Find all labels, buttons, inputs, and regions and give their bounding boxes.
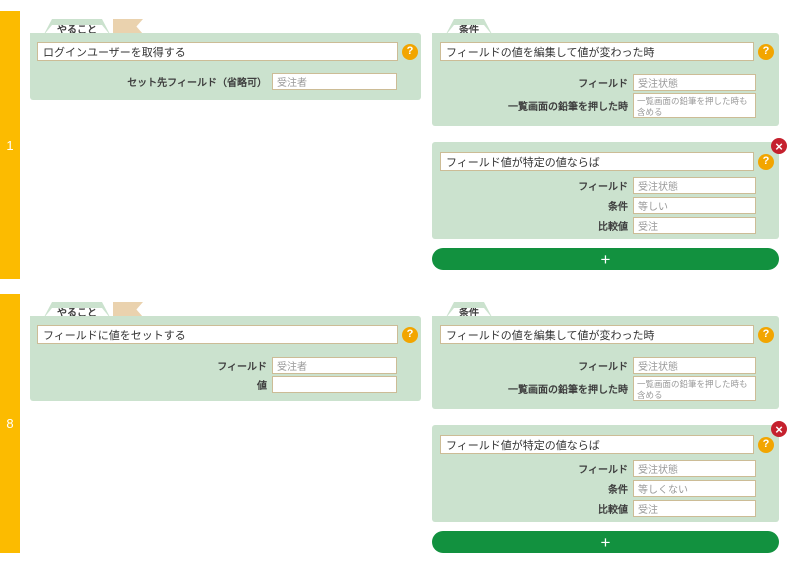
help-icon[interactable]: ? bbox=[402, 43, 418, 60]
pencil-option-label: 一覧画面の鉛筆を押した時 bbox=[508, 385, 628, 396]
todo-action-input[interactable] bbox=[37, 42, 398, 61]
field-label: フィールド bbox=[578, 465, 628, 476]
todo-tab-label: やること bbox=[43, 25, 111, 36]
field-label: フィールド bbox=[217, 362, 267, 373]
operator-input[interactable] bbox=[633, 480, 756, 497]
flag-icon bbox=[113, 302, 143, 317]
condition-tab-row: 条件 bbox=[432, 19, 779, 33]
compare-value-input[interactable] bbox=[633, 217, 756, 234]
add-condition-button[interactable]: + bbox=[432, 248, 779, 270]
rule-number: 1 bbox=[6, 137, 14, 153]
rule-number-bar: 8 bbox=[0, 294, 20, 553]
trigger-input[interactable] bbox=[440, 42, 754, 61]
trigger-field-input[interactable] bbox=[633, 74, 756, 91]
close-icon[interactable]: × bbox=[771, 421, 787, 437]
field-label: フィールド bbox=[578, 79, 628, 90]
filter-condition-card: × ? フィールド 条件 比較値 bbox=[432, 421, 787, 522]
value-label: 値 bbox=[257, 381, 267, 392]
help-icon[interactable]: ? bbox=[758, 436, 774, 453]
compare-value-input[interactable] bbox=[633, 500, 756, 517]
condition-card: 条件 ? フィールド 一覧画面の鉛筆を押した時 一覧画面の鉛筆を押した時も含める bbox=[432, 302, 779, 409]
rule-block-1: 1 やること ? セット先フィールド（省略可） 条件 bbox=[0, 11, 800, 279]
close-icon[interactable]: × bbox=[771, 138, 787, 154]
filter-input[interactable] bbox=[440, 435, 754, 454]
help-icon[interactable]: ? bbox=[758, 153, 774, 170]
filter-condition-card: × ? フィールド 条件 比較値 bbox=[432, 138, 787, 239]
flag-icon bbox=[113, 19, 143, 34]
condition-tab-row: 条件 bbox=[432, 302, 779, 316]
todo-panel: ? セット先フィールド（省略可） bbox=[30, 33, 421, 100]
condition-card: 条件 ? フィールド 一覧画面の鉛筆を押した時 一覧画面の鉛筆を押した時も含める bbox=[432, 19, 779, 126]
todo-card: やること ? フィールド 値 bbox=[30, 302, 421, 401]
todo-tab-label: やること bbox=[43, 308, 111, 319]
todo-card: やること ? セット先フィールド（省略可） bbox=[30, 19, 421, 100]
condition-tab-label: 条件 bbox=[445, 25, 493, 36]
todo-action-input[interactable] bbox=[37, 325, 398, 344]
field-label: セット先フィールド（省略可） bbox=[127, 78, 267, 89]
rule-number-bar: 1 bbox=[0, 11, 20, 279]
field-label: フィールド bbox=[578, 362, 628, 373]
filter-field-input[interactable] bbox=[633, 177, 756, 194]
rule-number: 8 bbox=[6, 416, 14, 431]
operator-input[interactable] bbox=[633, 197, 756, 214]
help-icon[interactable]: ? bbox=[758, 43, 774, 60]
filter-field-input[interactable] bbox=[633, 460, 756, 477]
trigger-input[interactable] bbox=[440, 325, 754, 344]
set-field-input[interactable] bbox=[272, 73, 397, 90]
compare-value-label: 比較値 bbox=[598, 222, 628, 233]
help-icon[interactable]: ? bbox=[758, 326, 774, 343]
todo-tab-row: やること bbox=[30, 302, 421, 316]
condition-panel: ? フィールド 一覧画面の鉛筆を押した時 一覧画面の鉛筆を押した時も含める bbox=[432, 316, 779, 409]
todo-panel: ? フィールド 値 bbox=[30, 316, 421, 401]
condition-column: 条件 ? フィールド 一覧画面の鉛筆を押した時 一覧画面の鉛筆を押した時も含める bbox=[432, 11, 787, 279]
filter-input[interactable] bbox=[440, 152, 754, 171]
rule-block-8: 8 やること ? フィールド 値 bbox=[0, 294, 800, 553]
value-input[interactable] bbox=[272, 376, 397, 393]
todo-tab-row: やること bbox=[30, 19, 421, 33]
set-field-input[interactable] bbox=[272, 357, 397, 374]
operator-label: 条件 bbox=[608, 202, 628, 213]
help-icon[interactable]: ? bbox=[402, 326, 418, 343]
operator-label: 条件 bbox=[608, 485, 628, 496]
compare-value-label: 比較値 bbox=[598, 505, 628, 516]
add-condition-button[interactable]: + bbox=[432, 531, 779, 553]
pencil-option-input[interactable]: 一覧画面の鉛筆を押した時も含める bbox=[633, 376, 756, 401]
condition-panel: ? フィールド 一覧画面の鉛筆を押した時 一覧画面の鉛筆を押した時も含める bbox=[432, 33, 779, 126]
field-label: フィールド bbox=[578, 182, 628, 193]
trigger-field-input[interactable] bbox=[633, 357, 756, 374]
condition-tab-label: 条件 bbox=[445, 308, 493, 319]
condition-column: 条件 ? フィールド 一覧画面の鉛筆を押した時 一覧画面の鉛筆を押した時も含める bbox=[432, 294, 787, 553]
pencil-option-label: 一覧画面の鉛筆を押した時 bbox=[508, 102, 628, 113]
pencil-option-input[interactable]: 一覧画面の鉛筆を押した時も含める bbox=[633, 93, 756, 118]
